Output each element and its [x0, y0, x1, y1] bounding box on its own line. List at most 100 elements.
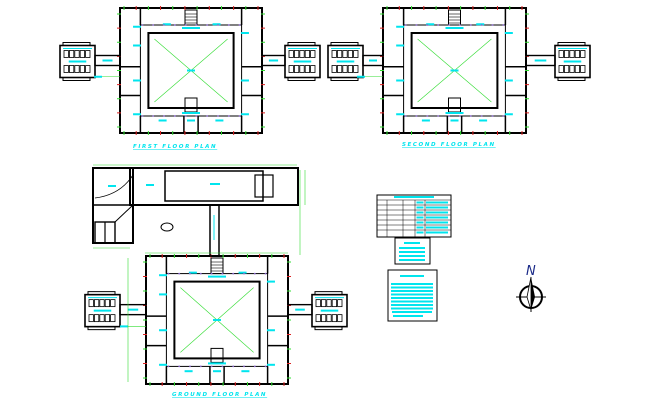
toilet-stall	[69, 50, 75, 58]
toilet-stall	[304, 65, 311, 73]
courtyard-wall	[173, 280, 261, 360]
room-label	[94, 75, 102, 78]
column	[415, 115, 418, 117]
compass-icon	[516, 276, 546, 312]
column	[426, 24, 429, 26]
room-label	[159, 293, 168, 296]
column	[238, 115, 241, 117]
toilet-roof	[62, 42, 91, 46]
column	[243, 272, 245, 275]
column	[469, 115, 472, 117]
second-floor-plan-title: SECOND FLOOR PLAN	[402, 142, 496, 148]
room-label	[213, 319, 221, 321]
column	[469, 24, 472, 26]
column	[448, 24, 450, 26]
column	[448, 115, 450, 117]
room-label	[93, 309, 112, 312]
column	[199, 365, 202, 368]
toilet-roof	[330, 42, 359, 46]
room-label	[416, 231, 424, 234]
toilet-roof	[557, 77, 586, 81]
toilet-stall	[293, 50, 300, 58]
room-label	[336, 60, 355, 63]
room-label	[127, 308, 139, 311]
room-label	[159, 274, 168, 277]
toilet-stall	[331, 50, 337, 58]
room-label	[399, 247, 425, 249]
toilet-stall	[331, 65, 337, 73]
column	[253, 365, 256, 368]
room-label	[426, 23, 435, 26]
second-floor-plan	[327, 6, 591, 135]
column	[141, 115, 144, 117]
room-label	[416, 206, 424, 209]
door-swing	[94, 174, 134, 199]
ground-floor-plan-title: GROUND FLOOR PLAN	[172, 392, 267, 398]
ground-floor-plan	[84, 254, 348, 386]
toilet-stall	[104, 299, 110, 308]
room-label	[396, 44, 405, 47]
column	[189, 365, 191, 368]
room-label	[133, 79, 142, 82]
toilet-roof	[287, 77, 316, 81]
toilet-stall	[310, 50, 316, 58]
schedule-tables	[376, 194, 452, 322]
toilet-stall	[564, 65, 570, 73]
column	[167, 272, 170, 275]
column	[173, 115, 176, 117]
room-label	[266, 329, 275, 332]
room-label	[426, 211, 448, 214]
room-label	[421, 119, 430, 122]
room-label	[391, 283, 433, 285]
toilet-stall	[337, 314, 343, 323]
room-label	[396, 79, 405, 82]
toilet-stall	[337, 299, 343, 308]
column	[232, 272, 235, 275]
toilet-stall	[347, 65, 354, 73]
room-label	[187, 119, 195, 122]
room-label	[182, 112, 200, 114]
column	[184, 115, 187, 117]
column	[404, 24, 407, 26]
room-label	[102, 59, 113, 62]
column	[206, 115, 209, 117]
staircase	[448, 9, 461, 26]
first-floor-plan-title: FIRST FLOOR PLAN	[133, 144, 217, 150]
toilet-stall	[74, 65, 80, 73]
column	[221, 365, 224, 368]
column	[195, 115, 198, 117]
column	[480, 115, 483, 117]
room-label	[391, 297, 433, 299]
toilet-stall	[574, 65, 581, 73]
toilet-stall	[347, 50, 354, 58]
toilet-stall	[79, 50, 85, 58]
courtyard-wall	[147, 32, 235, 109]
column	[217, 24, 219, 26]
room-label	[184, 370, 193, 373]
room-label	[158, 119, 167, 122]
door-window-schedule	[376, 194, 452, 238]
column	[227, 115, 230, 117]
north-label: N	[526, 264, 536, 279]
room-label	[133, 25, 142, 28]
toilet-stall	[580, 65, 586, 73]
room-label	[391, 290, 433, 292]
toilet-stall	[288, 50, 294, 58]
room-label	[159, 363, 168, 366]
column	[480, 24, 483, 26]
room-label	[504, 32, 513, 34]
room-label	[416, 216, 424, 219]
room-label	[208, 275, 226, 278]
column	[502, 24, 505, 26]
column	[227, 24, 230, 26]
toilet-stall	[569, 65, 575, 73]
room-label	[426, 226, 448, 229]
room-label	[187, 69, 195, 72]
toilet-stall	[79, 65, 85, 73]
toilet-stall	[110, 299, 116, 308]
column	[459, 115, 461, 117]
room-label	[416, 226, 424, 229]
column	[415, 24, 418, 26]
room-label	[159, 329, 168, 332]
